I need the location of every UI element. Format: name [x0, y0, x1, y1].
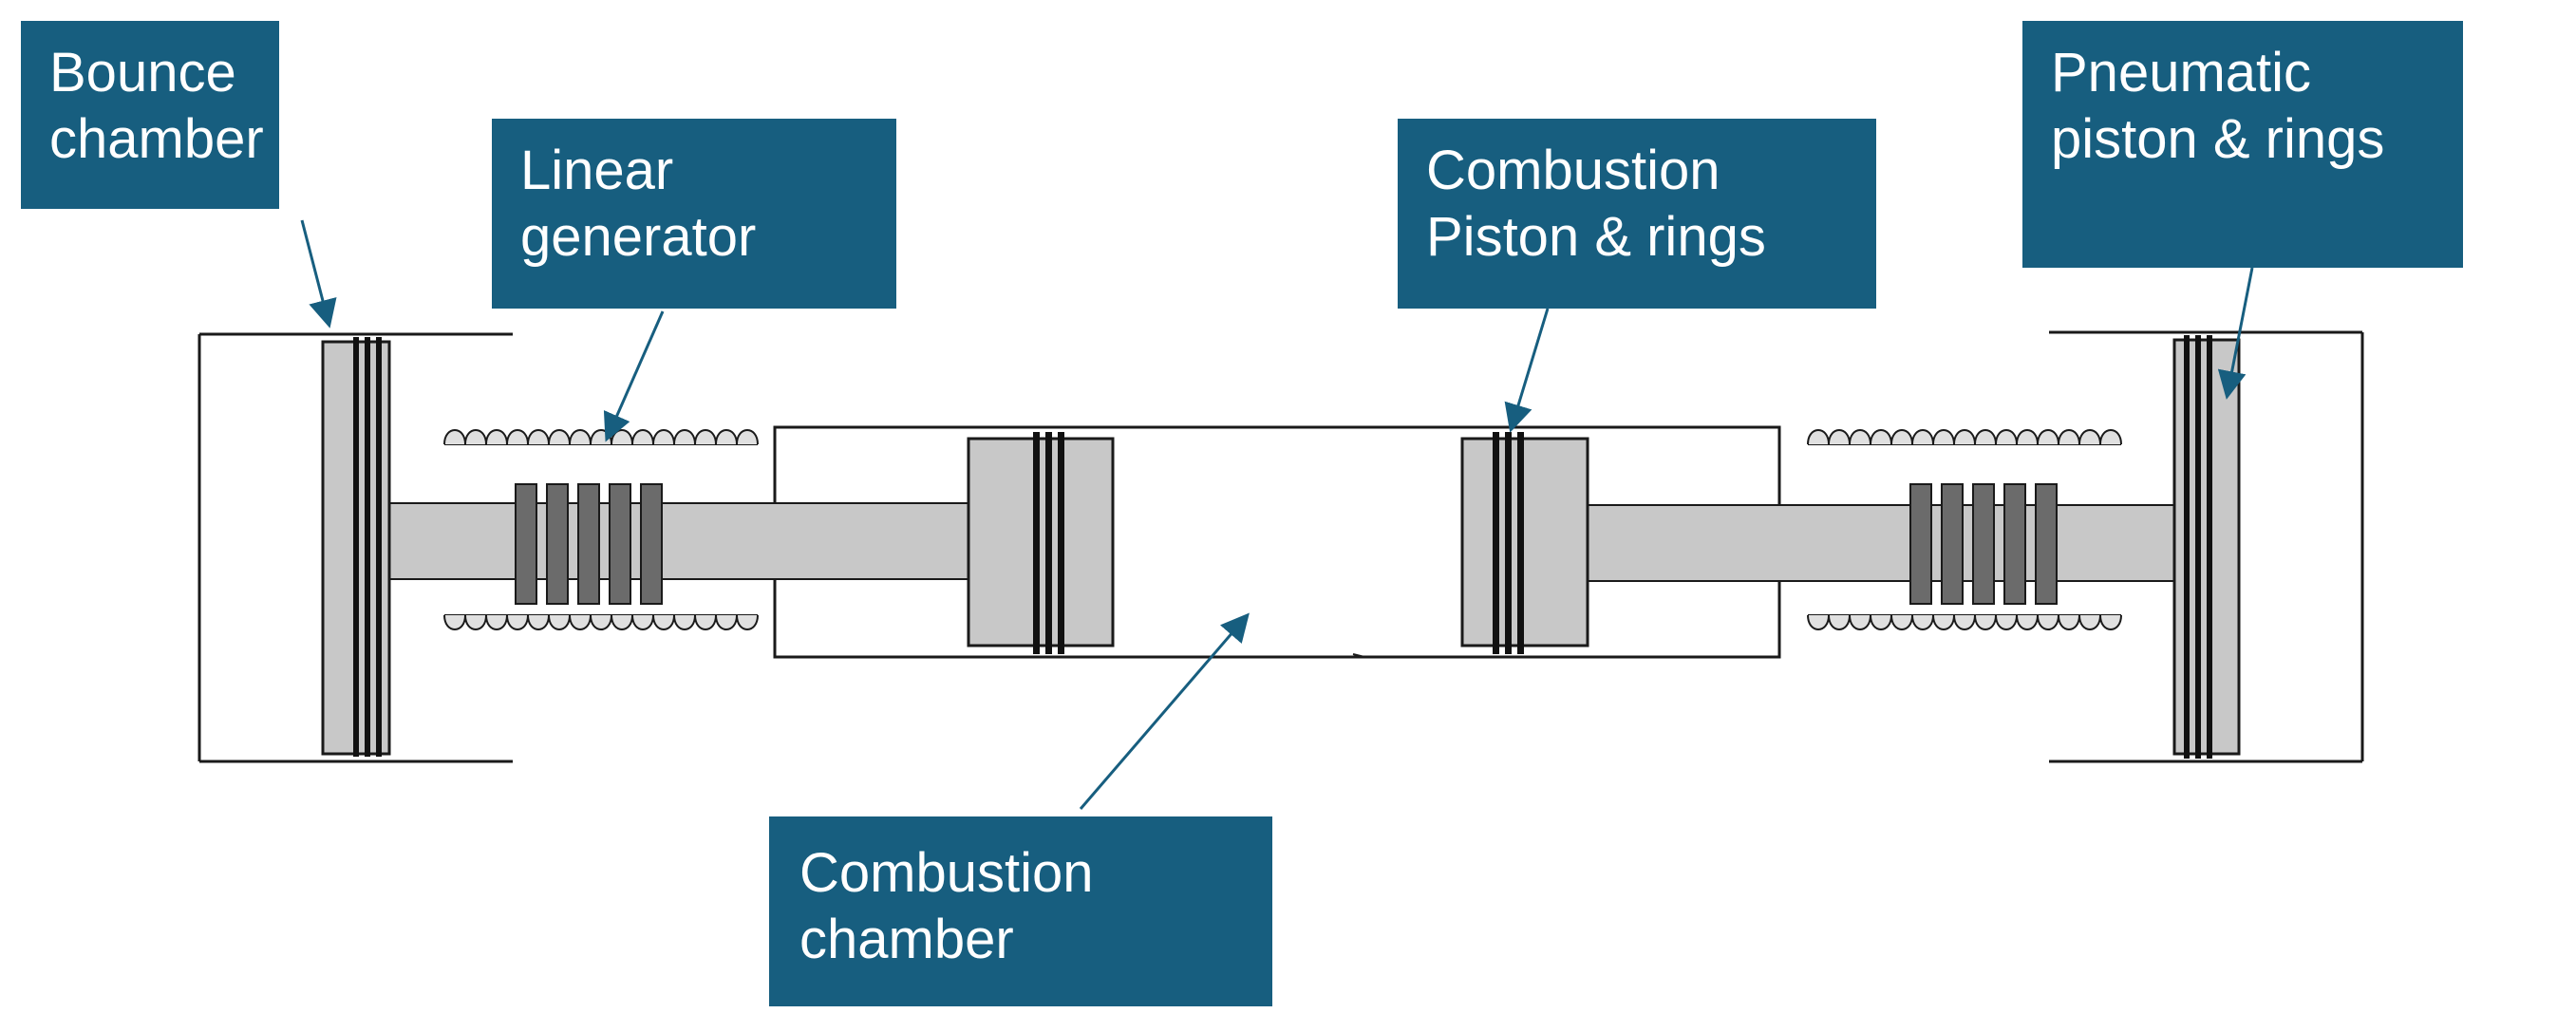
coil-winding — [464, 614, 487, 630]
coil-winding — [527, 614, 550, 630]
coil-winding — [1974, 614, 1997, 630]
generator-coils — [443, 429, 2122, 630]
coil-winding — [611, 429, 633, 445]
combustion-piston-label: Combustion Piston & rings — [1398, 119, 1876, 309]
coil-winding — [485, 614, 508, 630]
coil-winding — [569, 614, 592, 630]
coil-winding — [443, 614, 466, 630]
coil-winding — [2099, 614, 2122, 630]
coil-winding — [1870, 429, 1892, 445]
combustion-chamber-line1: Combustion — [799, 842, 1094, 904]
coil-winding — [506, 429, 529, 445]
linear-generator-line1: Linear — [520, 140, 674, 201]
bounce-chamber-line1: Bounce — [49, 42, 236, 103]
arrow-icon — [603, 310, 665, 442]
coil-winding — [2078, 429, 2101, 445]
coil-winding — [569, 429, 592, 445]
coil-winding — [1890, 429, 1913, 445]
right-combustion-piston — [1460, 432, 1589, 654]
coil-winding — [631, 614, 654, 630]
coil-winding — [548, 614, 571, 630]
coil-winding — [2058, 429, 2080, 445]
coil-winding — [443, 429, 466, 445]
arrow-icon — [1504, 308, 1550, 433]
coil-winding — [1911, 614, 1934, 630]
bounce-chamber-line2: chamber — [49, 108, 264, 170]
coil-winding — [611, 614, 633, 630]
arrow-icon — [1079, 612, 1250, 810]
left-bounce-piston — [321, 337, 391, 757]
linear-generator-line2: generator — [520, 206, 757, 268]
combustion-chamber-line2: chamber — [799, 909, 1014, 970]
coil-winding — [736, 429, 759, 445]
coil-winding — [2099, 429, 2122, 445]
coil-winding — [1932, 429, 1955, 445]
coil-winding — [464, 429, 487, 445]
coil-winding — [1974, 429, 1997, 445]
coil-winding — [1828, 614, 1851, 630]
left-combustion-piston — [967, 432, 1115, 654]
combustion-chamber-label: Combustion chamber — [769, 816, 1272, 1006]
coil-winding — [506, 614, 529, 630]
coil-winding — [1995, 614, 2018, 630]
coil-winding — [1849, 614, 1871, 630]
coil-winding — [1807, 429, 1830, 445]
coil-winding — [1932, 614, 1955, 630]
coil-winding — [736, 614, 759, 630]
coil-winding — [2037, 429, 2059, 445]
left-bounce-cylinder — [197, 332, 513, 763]
linear-generator-label: Linear generator — [492, 119, 896, 309]
coil-winding — [673, 429, 696, 445]
coil-winding — [1807, 614, 1830, 630]
pneumatic-piston-line1: Pneumatic — [2051, 42, 2312, 103]
coil-winding — [1870, 614, 1892, 630]
pneumatic-piston-label: Pneumatic piston & rings — [2022, 21, 2463, 268]
right-rod — [1587, 504, 2177, 582]
coil-winding — [548, 429, 571, 445]
coil-winding — [1953, 429, 1976, 445]
coil-winding — [2037, 614, 2059, 630]
coil-winding — [694, 614, 717, 630]
coil-winding — [694, 429, 717, 445]
arrow-icon — [300, 219, 337, 328]
coil-winding — [1911, 429, 1934, 445]
coil-winding — [2016, 614, 2039, 630]
coil-winding — [1995, 429, 2018, 445]
combustion-piston-line1: Combustion — [1426, 140, 1720, 201]
right-magnets — [1909, 483, 2058, 605]
coil-winding — [631, 429, 654, 445]
coil-winding — [715, 614, 738, 630]
coil-winding — [652, 614, 675, 630]
right-pneumatic-cylinder — [2049, 330, 2364, 763]
coil-winding — [527, 429, 550, 445]
coil-winding — [485, 429, 508, 445]
pneumatic-piston-line2: piston & rings — [2051, 108, 2385, 170]
coil-winding — [2016, 429, 2039, 445]
combustion-piston-line2: Piston & rings — [1426, 206, 1766, 268]
coil-winding — [1828, 429, 1851, 445]
coil-winding — [1953, 614, 1976, 630]
coil-winding — [590, 614, 612, 630]
coil-winding — [1849, 429, 1871, 445]
coil-winding — [1890, 614, 1913, 630]
coil-winding — [2078, 614, 2101, 630]
arrow-icon — [2217, 267, 2254, 400]
coil-winding — [673, 614, 696, 630]
left-rod — [388, 502, 969, 580]
tick-mark — [1352, 653, 1365, 658]
coil-winding — [2058, 614, 2080, 630]
coil-winding — [652, 429, 675, 445]
left-magnets — [515, 483, 663, 605]
bounce-chamber-label: Bounce chamber — [21, 21, 279, 209]
coil-winding — [715, 429, 738, 445]
right-pneumatic-piston — [2172, 335, 2241, 759]
